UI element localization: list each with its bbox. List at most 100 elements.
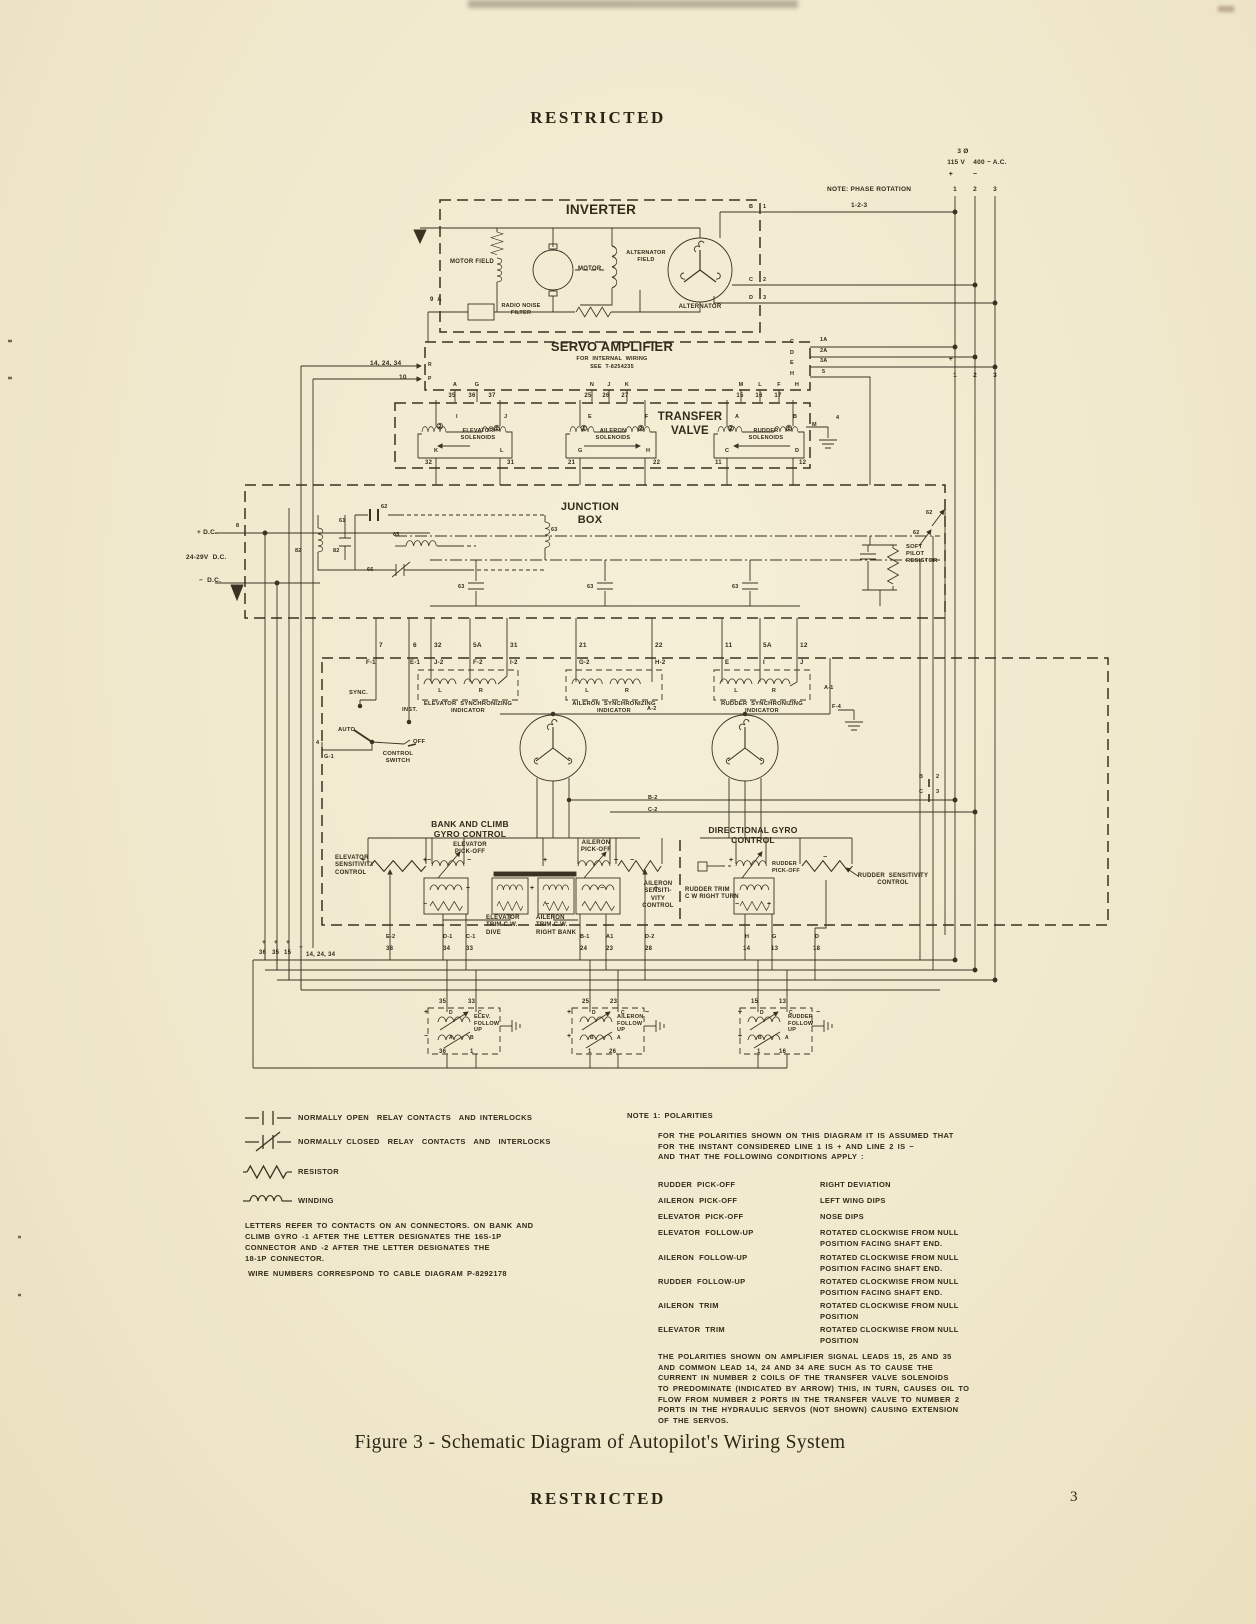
power-polarity: + − (948, 171, 978, 178)
row2-let-e2: E-2 (386, 934, 396, 940)
tv-term-k: K (434, 448, 439, 454)
fu-ail-25: 25 (582, 999, 590, 1005)
elev-sync-r: R (478, 688, 484, 694)
condition-result: LEFT WING DIPS (820, 1196, 886, 1205)
pm-tb-plus: + (530, 885, 535, 892)
page-number: 3 (1070, 1489, 1078, 1505)
condition-item: RUDDER PICK-OFF (658, 1180, 736, 1189)
jb-term-8: 8 (236, 523, 240, 529)
fu-ail-d: D (592, 1010, 596, 1016)
tv-term-c: C (725, 448, 730, 454)
left-plus-3: + (286, 939, 291, 946)
condition-result: NOSE DIPS (820, 1212, 864, 1221)
fu-elev-33: 33 (468, 999, 476, 1005)
fu-elev-1: 1 (470, 1049, 474, 1055)
dc-plus-label: + D.C. (197, 529, 218, 536)
row2-let-d: D (815, 934, 820, 940)
amp-num-25: 25 (584, 393, 592, 399)
elev-pickoff-label: ELEVATOR PICK-OFF (453, 842, 487, 856)
ail-trim-label: AILERON TRIM C.W. RIGHT BANK (536, 915, 577, 936)
inverter-term-3: 3 (763, 295, 767, 301)
figure-caption: Figure 3 - Schematic Diagram of Autopilo… (354, 1432, 846, 1453)
row1-num-7: 7 (379, 642, 383, 649)
tv-letter-f: F (645, 414, 649, 420)
fu-rud-b: B (758, 1035, 762, 1041)
wire-br2: 2 (936, 774, 940, 780)
tv-coilnum-e1: ① (493, 424, 501, 433)
amp-num-27: 27 (621, 393, 629, 399)
left-plus-1: + (262, 939, 267, 946)
fu-rud-a: A (785, 1035, 789, 1041)
pm-ab-plus: + (654, 885, 659, 892)
amp-num-17: 17 (774, 393, 782, 399)
pm-esp-minus: − (427, 857, 432, 864)
wire-a1: A-1 (824, 685, 834, 691)
inverter-term-b: B (749, 204, 754, 210)
row2-let-b1: B-1 (580, 934, 590, 940)
tv-rudder-label: RUDDER SOLENOIDS (748, 428, 784, 441)
fu-rud-d: D (760, 1010, 764, 1016)
fu-rud-15: 15 (751, 999, 759, 1005)
motor-field-label: MOTOR FIELD (450, 259, 494, 265)
row2-let-g: G (772, 934, 777, 940)
rud-followup-label: RUDDER FOLLOW UP (788, 1014, 814, 1034)
wire-f4: F-4 (832, 704, 841, 710)
tv-term-h: H (646, 448, 651, 454)
row2-num-23: 23 (606, 946, 614, 952)
amp-letter-n: N (589, 382, 595, 388)
fu-rud-c: C (789, 1010, 793, 1016)
row1-let-j2: J-2 (434, 660, 444, 666)
row2-let-h: H (745, 934, 750, 940)
condition-result: ROTATED CLOCKWISE FROM NULL POSITION FAC… (820, 1253, 959, 1273)
inverter-term-9a: 9 A (430, 297, 442, 303)
fu-ail-26: 26 (609, 1049, 617, 1055)
condition-result: ROTATED CLOCKWISE FROM NULL POSITION FAC… (820, 1277, 959, 1297)
pm-rpo-plus: + (729, 857, 734, 864)
power-line-2: 2 (973, 186, 977, 193)
left-36: 36 (259, 950, 267, 956)
row1-let-j: J (800, 660, 804, 666)
wire-br: B (919, 774, 924, 780)
pm-eb-minus: − (423, 901, 428, 908)
row1-let-f2: F-2 (473, 660, 483, 666)
wire-a2: A-2 (647, 706, 657, 712)
row1-let-e1: E-1 (410, 660, 421, 666)
cap-63c: 63 (732, 584, 739, 590)
inverter-term-c: C (749, 277, 754, 283)
row1-num-6: 6 (413, 642, 417, 649)
tv-letter-e: E (588, 414, 592, 420)
tv-term-l: L (500, 448, 504, 454)
condition-item: AILERON PICK-OFF (658, 1196, 738, 1205)
condition-result: ROTATED CLOCKWISE FROM NULL POSITION FAC… (820, 1228, 959, 1248)
rud-sync-l: L (734, 688, 738, 694)
condition-item: ELEVATOR TRIM (658, 1325, 725, 1334)
dc-voltage-label: 24-29V D.C. (186, 554, 227, 561)
legend-wire-note: WIRE NUMBERS CORRESPOND TO CABLE DIAGRAM… (248, 1269, 507, 1278)
row2-num-18: 18 (813, 946, 821, 952)
condition-row: AILERON PICK-OFF LEFT WING DIPS (658, 1196, 1065, 1214)
legend-winding-label: WINDING (298, 1196, 334, 1205)
tv-num-32: 32 (425, 460, 433, 466)
row1-num-21: 21 (579, 642, 587, 649)
relay-62r2: 62 (913, 530, 920, 536)
pm-epo-plus: + (423, 857, 428, 864)
amp-wire-5: 5 (822, 369, 826, 375)
fu-elev-d: D (449, 1010, 453, 1016)
tv-elevator-label: ELEVATOR SOLENOIDS (460, 428, 496, 441)
tv-coilnum-r2: ② (727, 424, 735, 433)
power-line-3: 3 (993, 186, 997, 193)
amp-num-36: 36 (468, 393, 476, 399)
amp-power-3: 3 (993, 372, 997, 379)
condition-item: ELEVATOR PICK-OFF (658, 1212, 744, 1221)
row1-let-g2: G-2 (579, 660, 590, 666)
scan-smudge-corner (1218, 6, 1234, 12)
row1-let-i: I (763, 660, 765, 666)
row2-num-33: 33 (466, 946, 474, 952)
tv-num-12: 12 (799, 460, 807, 466)
amp-term-p: P (428, 376, 432, 382)
amp-power-2: 2 (973, 372, 977, 379)
